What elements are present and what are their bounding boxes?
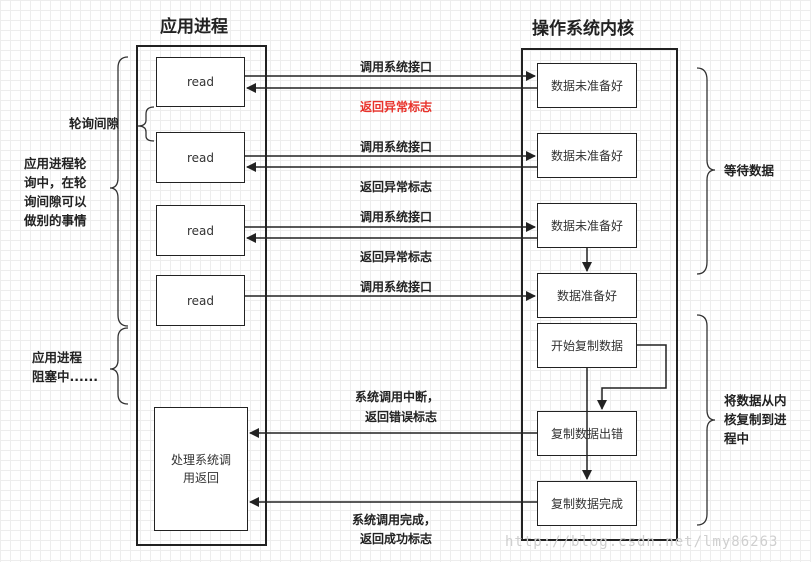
blocked-note: 应用进程 阻塞中...... (32, 348, 98, 386)
polling-note-line2: 询中，在轮 (24, 175, 87, 190)
read-box-4: read (156, 275, 245, 326)
interrupt-label-line1: 系统调用中断， (355, 390, 440, 404)
poll-interval-brace (137, 106, 155, 142)
polling-note: 应用进程轮 询中，在轮 询间隙可以 做别的事情 (24, 154, 87, 230)
complete-label-line1: 系统调用完成， (352, 513, 437, 527)
kernel-frame (521, 48, 678, 541)
blocked-note-line2: 阻塞中...... (32, 369, 98, 384)
blocked-brace (109, 327, 129, 405)
kernel-box-start-copy: 开始复制数据 (537, 323, 637, 368)
syscall-label-2: 调用系统接口 (360, 140, 433, 154)
read-box-3: read (156, 205, 245, 256)
copy-error-branch-arrow (597, 344, 667, 410)
kernel-box-not-ready-3: 数据未准备好 (537, 203, 637, 248)
handle-syscall-return-box: 处理系统调用返回 (154, 407, 248, 531)
error-label-2: 返回异常标志 (360, 180, 433, 194)
copy-data-brace (696, 314, 716, 526)
polling-note-line4: 做别的事情 (24, 213, 87, 228)
app-process-title: 应用进程 (160, 17, 228, 37)
kernel-box-not-ready-2: 数据未准备好 (537, 133, 637, 178)
syscall-label-3: 调用系统接口 (360, 210, 433, 224)
poll-interval-note: 轮询间隙 (69, 116, 120, 131)
syscall-label-4: 调用系统接口 (360, 280, 433, 294)
wait-data-note: 等待数据 (724, 163, 775, 178)
error-label-3: 返回异常标志 (360, 250, 433, 264)
error-label-1: 返回异常标志 (360, 100, 433, 114)
kernel-box-copy-complete: 复制数据完成 (537, 481, 637, 526)
polling-note-line1: 应用进程轮 (24, 156, 87, 171)
syscall-label-1: 调用系统接口 (360, 60, 433, 74)
read-box-2: read (156, 132, 245, 183)
kernel-box-not-ready-1: 数据未准备好 (537, 63, 637, 108)
copy-to-process-note: 将数据从内 核复制到进 程中 (724, 391, 787, 448)
read-box-1: read (156, 57, 245, 107)
interrupt-label-line2: 返回错误标志 (365, 410, 438, 424)
copy-note-line2: 核复制到进 (724, 412, 787, 427)
kernel-title: 操作系统内核 (532, 19, 634, 39)
blocked-note-line1: 应用进程 (32, 350, 83, 365)
kernel-box-data-ready: 数据准备好 (537, 273, 637, 318)
complete-label-line2: 返回成功标志 (360, 532, 433, 546)
polling-brace (109, 56, 129, 327)
wait-data-brace (696, 67, 716, 275)
polling-note-line3: 询间隙可以 (24, 194, 87, 209)
copy-note-line3: 程中 (724, 431, 750, 446)
watermark: http://blog.csdn.net/lmy86263 (505, 534, 779, 550)
copy-note-line1: 将数据从内 (724, 393, 787, 408)
